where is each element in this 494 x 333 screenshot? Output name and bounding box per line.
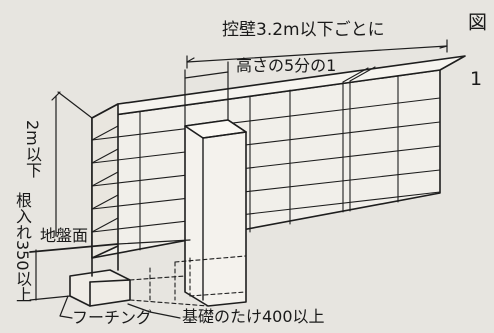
block-courses xyxy=(91,97,441,233)
ground-level-label: 地盤面 xyxy=(40,226,89,245)
spacing-dimension xyxy=(186,39,448,69)
footing xyxy=(69,269,131,307)
buttress-spacing-label: 控壁3.2m以下ごとに xyxy=(222,20,385,40)
wall-height-label: 2m以下 xyxy=(23,120,42,178)
figure-id: 図 xyxy=(465,12,487,31)
embedment-label: 根入れ350以上 xyxy=(13,192,32,303)
block-joints xyxy=(139,75,399,251)
buttress-front xyxy=(184,119,247,307)
ground-line xyxy=(29,243,119,253)
projection-dimension xyxy=(184,61,229,127)
wall-end-face xyxy=(91,103,119,259)
footing-label: フーチング xyxy=(72,308,153,327)
height-dimension xyxy=(51,91,93,237)
buttress-projection-label: 高さの5分の1 xyxy=(236,56,337,75)
wall-front-face xyxy=(91,69,441,259)
embedment-dimension xyxy=(29,249,71,301)
figure-number: 1 xyxy=(470,68,483,90)
foundation-height-label: 基礎のたけ400以上 xyxy=(182,307,325,326)
